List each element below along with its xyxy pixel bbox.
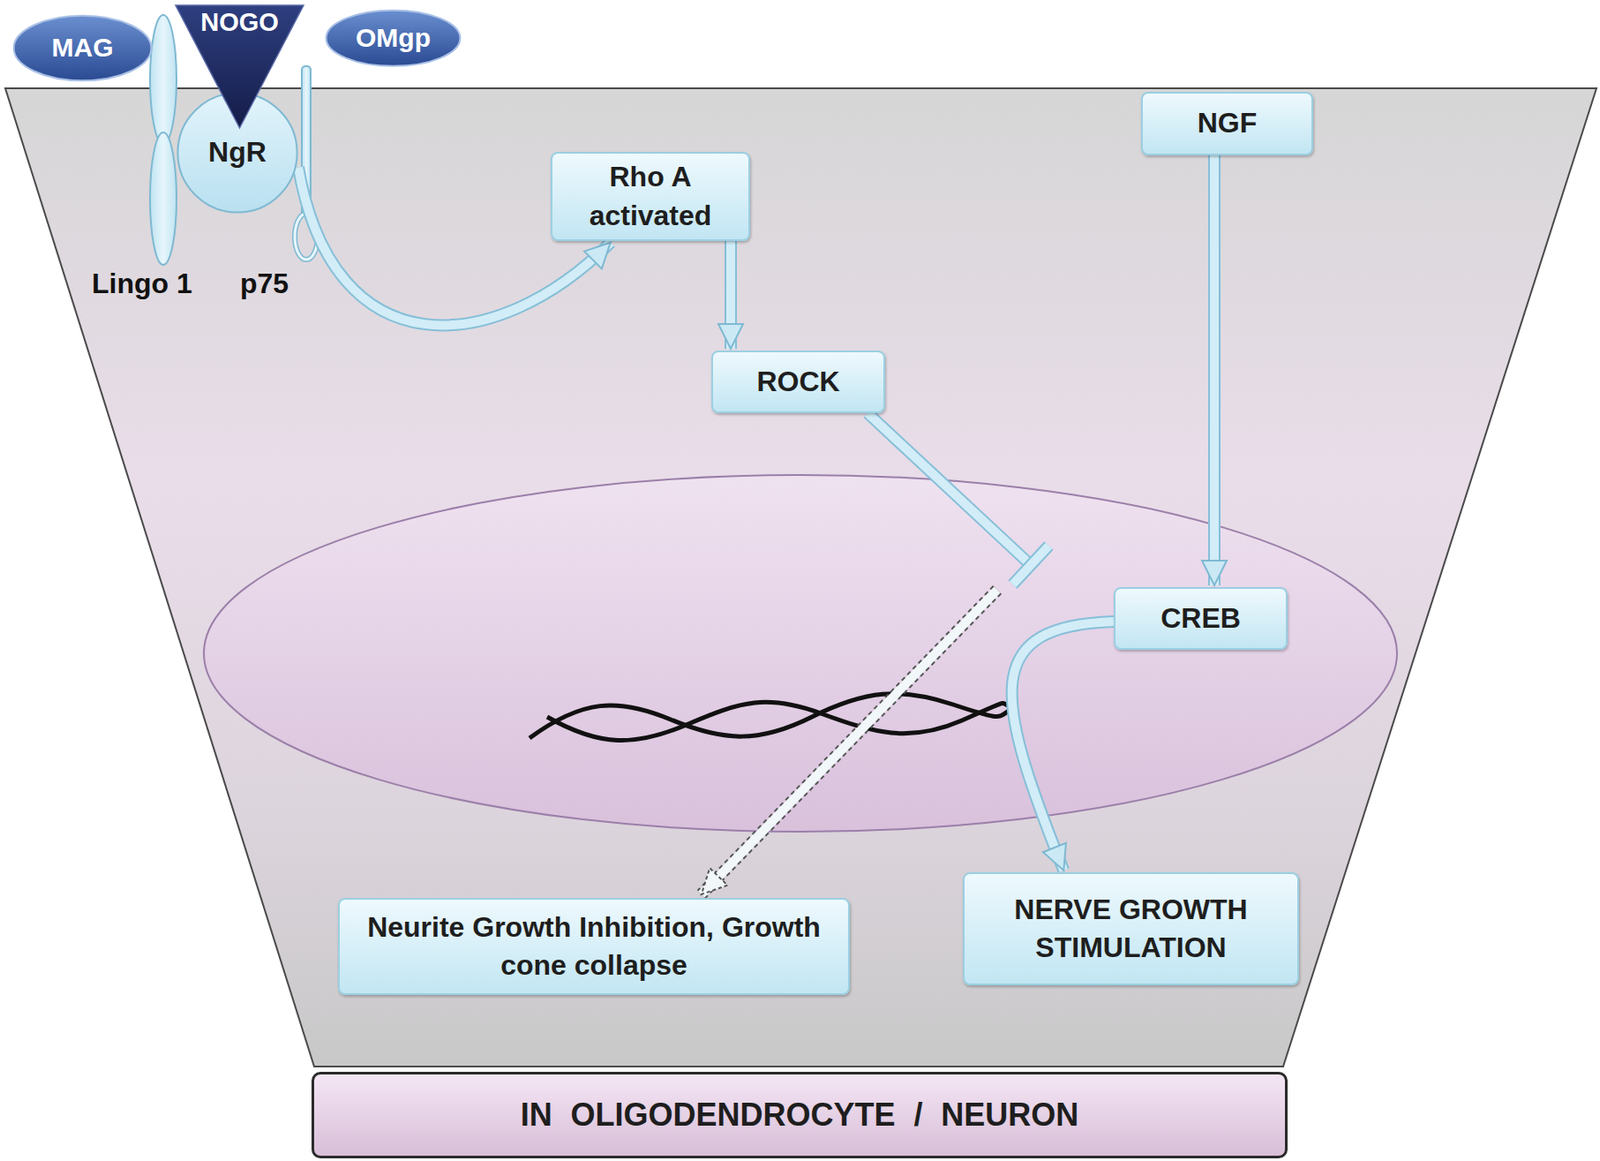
outcome-box: Neurite Growth Inhibition, Growth cone c… (338, 897, 850, 995)
process-box: CREB (1113, 586, 1288, 650)
outcome-box: NERVE GROWTH STIMULATION (962, 871, 1300, 985)
process-box: NGF (1141, 91, 1314, 156)
node-text: Neurite Growth Inhibition, Growth cone c… (350, 908, 838, 985)
lingo1-receptor (150, 132, 177, 265)
node-text: NOGO (184, 7, 295, 38)
lingo1-receptor (150, 15, 177, 144)
receptor-label: p75 (240, 267, 289, 301)
node-text: NERVE GROWTH STIMULATION (975, 890, 1287, 967)
signal-arrow (730, 240, 732, 349)
receptor-label: Lingo 1 (91, 267, 193, 301)
node-text: NgR (189, 133, 286, 172)
ligand-ellipse: MAG (12, 15, 153, 82)
signal-arrow (1012, 621, 1114, 871)
node-text: CREB (1126, 599, 1276, 638)
dna-strand (547, 701, 1011, 740)
location-bar: IN OLIGODENDROCYTE / NEURON (311, 1071, 1288, 1158)
process-box: Rho A activated (550, 151, 751, 241)
process-box: ROCK (711, 350, 886, 414)
node-text: OMgp (339, 20, 447, 57)
ligand-triangle: NOGO (175, 5, 304, 128)
signal-arrow (1214, 155, 1216, 586)
ligand-ellipse: OMgp (324, 9, 462, 68)
node-text: ROCK (723, 362, 873, 401)
node-text: NGF (1153, 104, 1301, 143)
node-text: MAG (27, 30, 138, 67)
node-text: IN OLIGODENDROCYTE / NEURON (327, 1093, 1272, 1137)
cell-outline (5, 88, 1597, 1067)
signal-arrow (701, 413, 1050, 894)
node-text: Rho A activated (563, 157, 738, 234)
